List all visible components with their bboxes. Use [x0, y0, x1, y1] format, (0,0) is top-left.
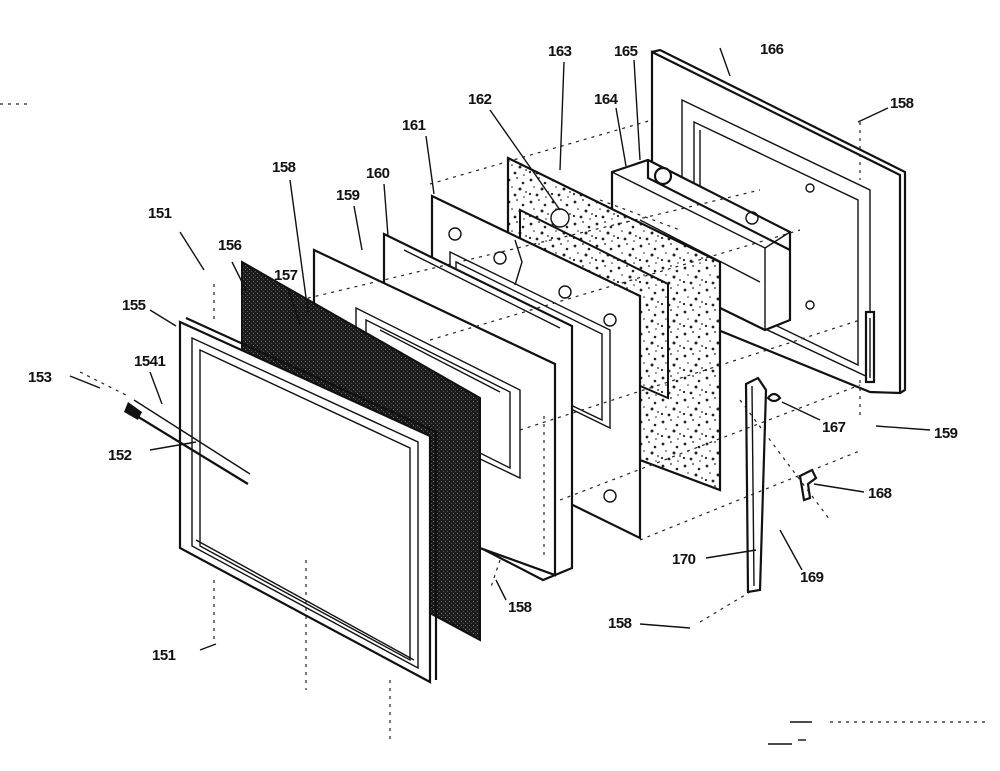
callout-152: 152	[108, 447, 132, 464]
scan-marks	[768, 721, 990, 745]
callout-167: 167	[822, 419, 846, 436]
callout-151-bottom: 151	[152, 647, 176, 664]
callout-159-b: 159	[934, 425, 958, 442]
callout-170: 170	[672, 551, 696, 568]
callout-1541: 1541	[134, 353, 166, 370]
callout-155: 155	[122, 297, 146, 314]
callout-labels: 151 156 155 157 158 159 160 161 162 163 …	[28, 41, 958, 664]
callout-160: 160	[366, 165, 390, 182]
front-glass-155	[178, 316, 438, 684]
callout-163: 163	[548, 43, 572, 60]
callout-165: 165	[614, 43, 638, 60]
callout-158-c: 158	[508, 599, 532, 616]
leader-lines	[69, 47, 931, 651]
callout-162: 162	[468, 91, 492, 108]
assembly-lines	[0, 103, 863, 740]
callout-166: 166	[760, 41, 784, 58]
callout-159-a: 159	[336, 187, 360, 204]
callout-161: 161	[402, 117, 426, 134]
clip-168	[798, 468, 818, 502]
callout-158-a: 158	[272, 159, 296, 176]
handle-bar-152	[124, 399, 251, 485]
hinge-strip-170	[744, 376, 768, 594]
callout-153: 153	[28, 369, 52, 386]
callout-157: 157	[274, 267, 298, 284]
callout-169: 169	[800, 569, 824, 586]
callout-168: 168	[868, 485, 892, 502]
callout-164: 164	[594, 91, 619, 108]
callout-158-b: 158	[890, 95, 914, 112]
callout-156: 156	[218, 237, 242, 254]
clip-167	[766, 392, 782, 403]
callout-158-d: 158	[608, 615, 632, 632]
callout-151-top: 151	[148, 205, 172, 222]
